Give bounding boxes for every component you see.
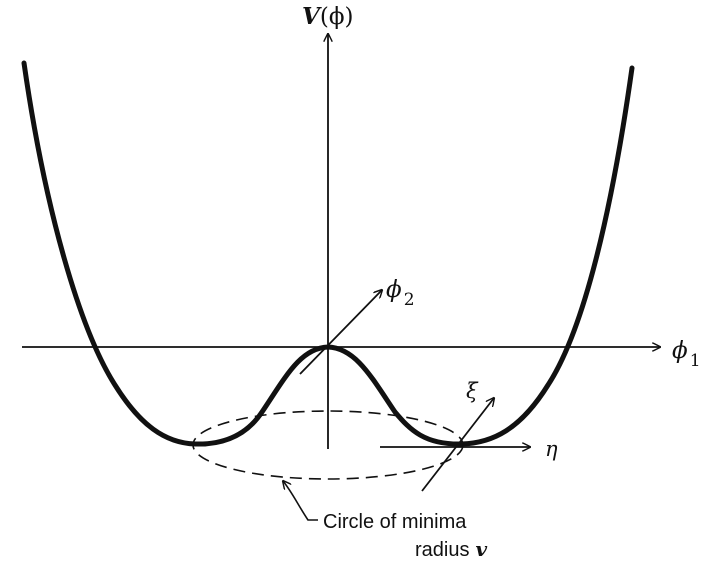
phi2-axis xyxy=(299,290,382,375)
caption-line-1: Circle of minima xyxy=(323,511,467,533)
eta-axis-label: η xyxy=(545,437,558,461)
circle-of-minima xyxy=(192,410,464,480)
caption-pointer xyxy=(283,481,318,521)
vertical-axis-label: V(ϕ) xyxy=(302,3,353,30)
xi-axis xyxy=(421,398,494,492)
xi-axis-label: ξ xyxy=(466,379,479,403)
